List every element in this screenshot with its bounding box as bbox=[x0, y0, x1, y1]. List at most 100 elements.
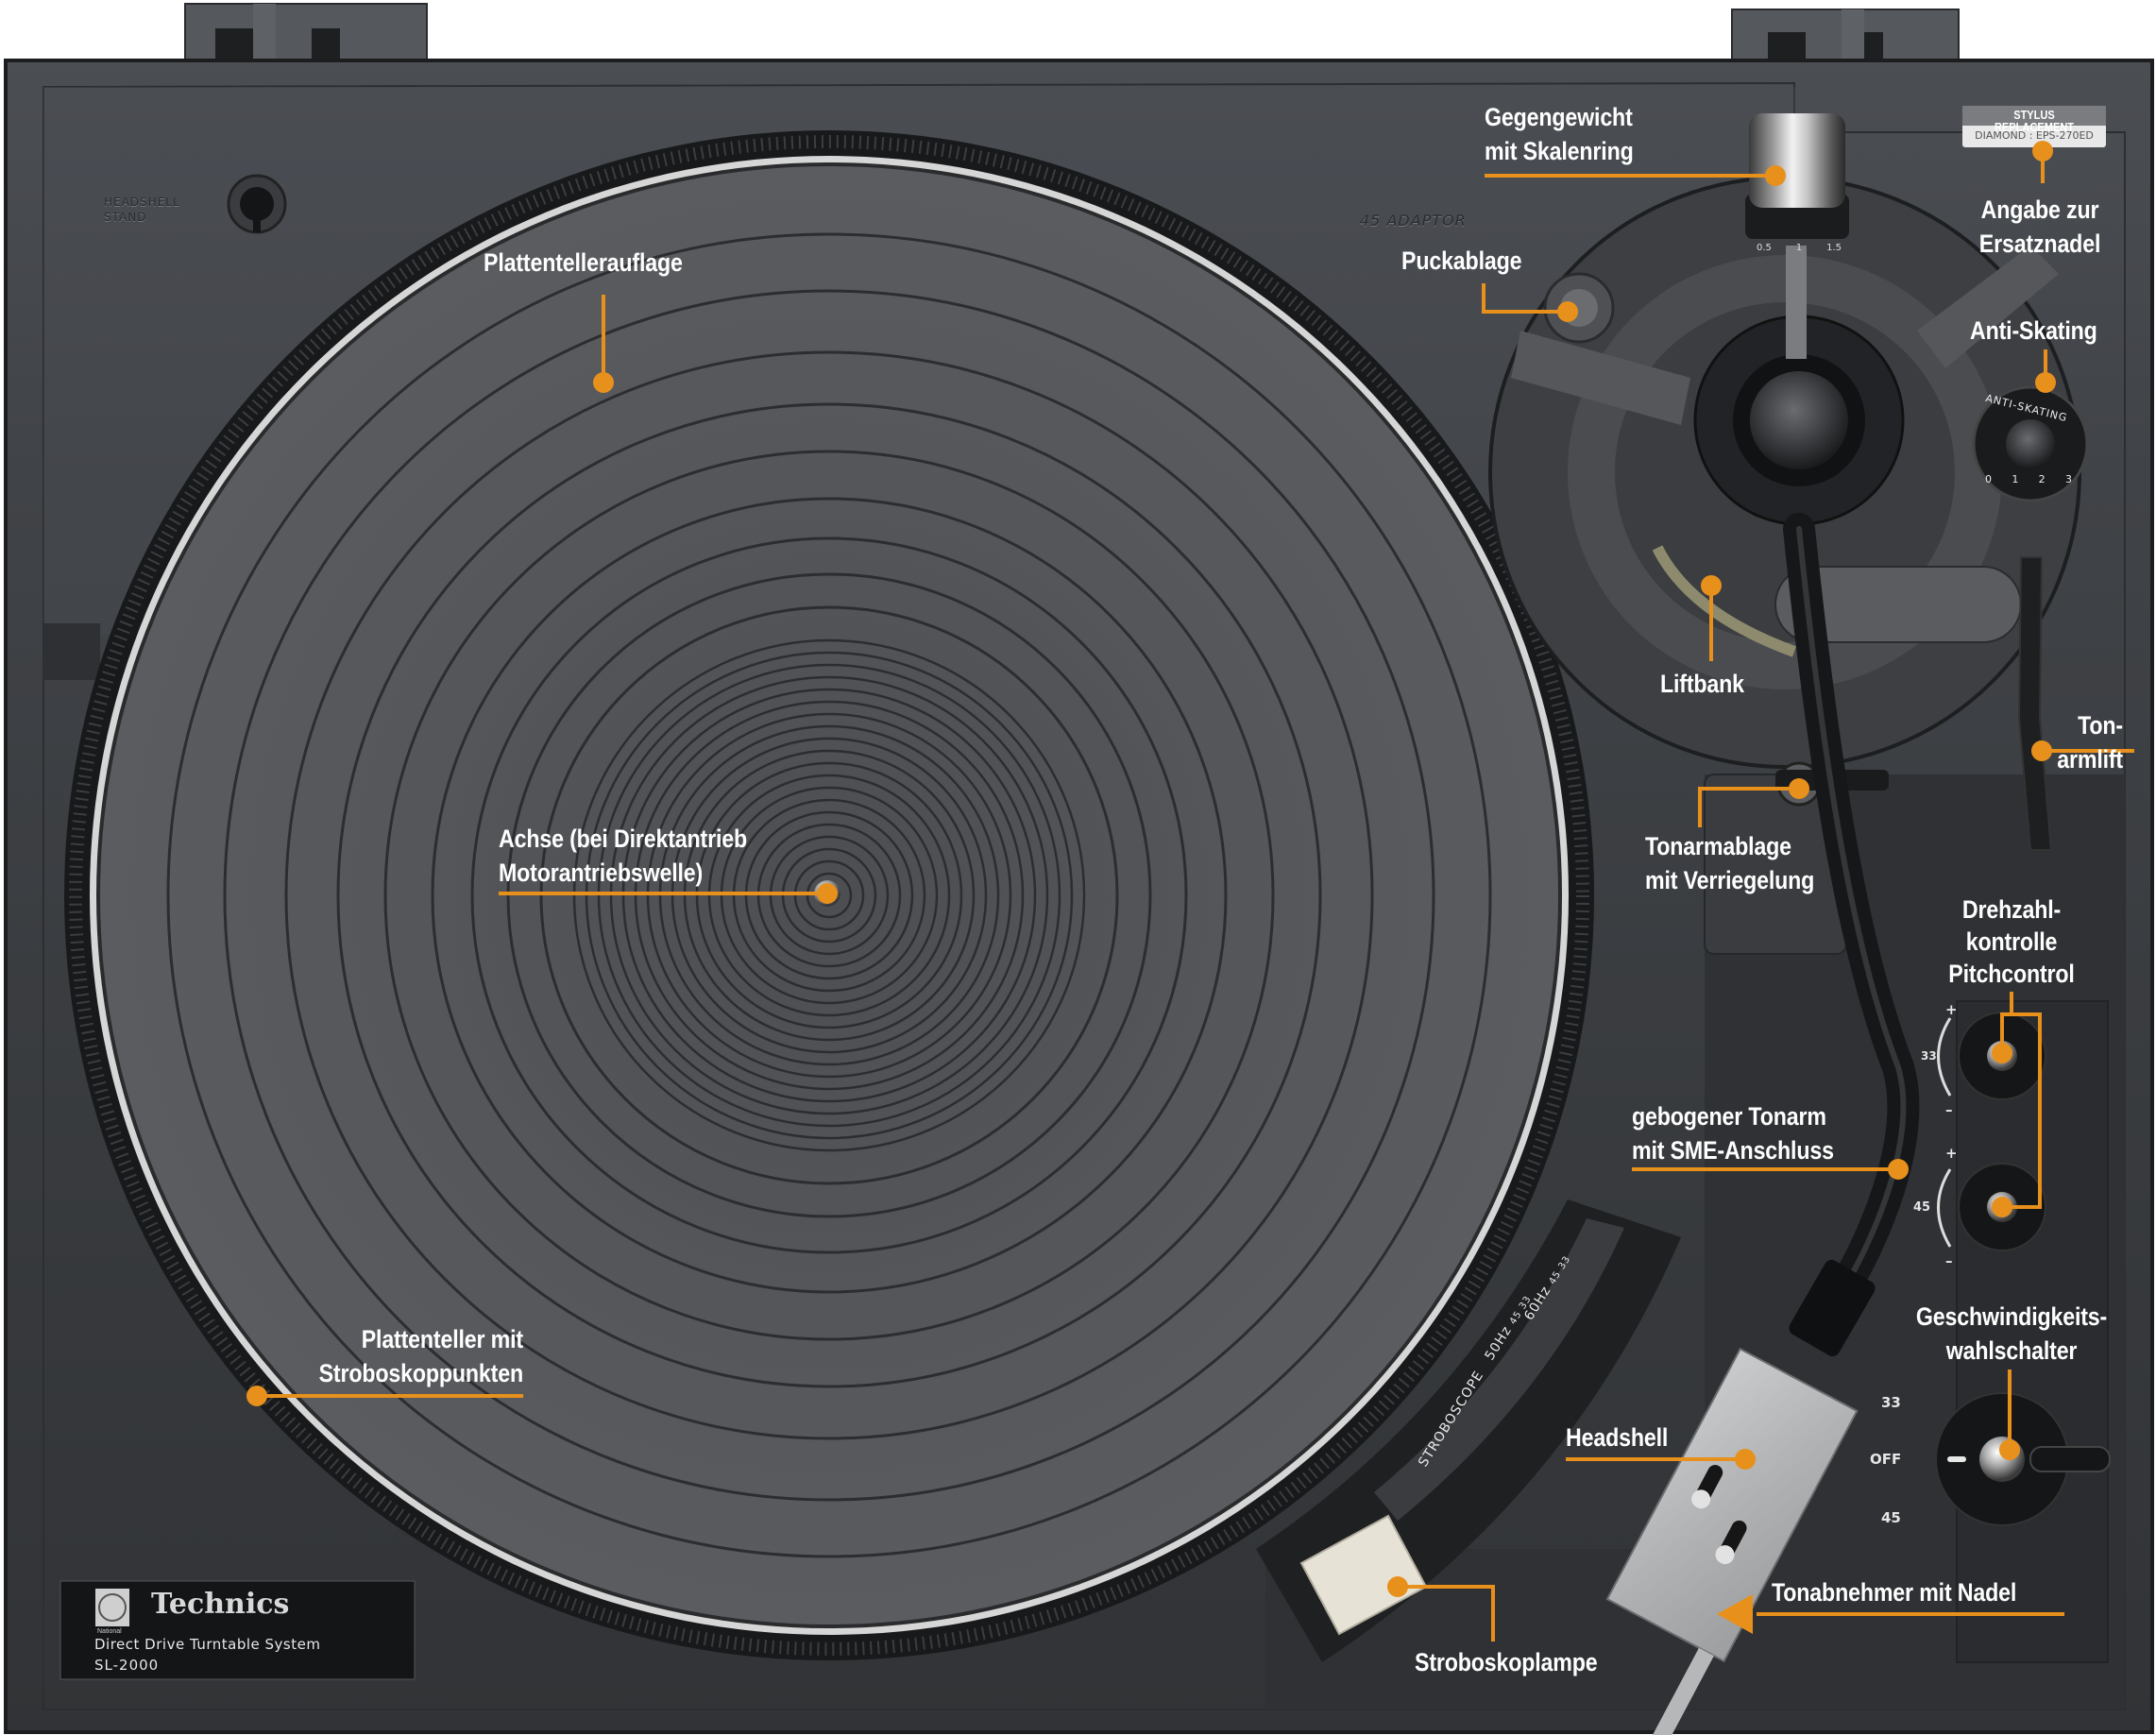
label-line: Headshell bbox=[1566, 1423, 1669, 1452]
callout-line bbox=[2000, 1012, 2012, 1053]
callout-dot bbox=[817, 883, 838, 904]
stand-text: STAND bbox=[104, 211, 147, 224]
top-panel bbox=[42, 81, 2126, 1710]
speed-option-33: 33 bbox=[1881, 1394, 1901, 1411]
label-tonarm: gebogener Tonarm mit SME-Anschluss bbox=[1632, 1099, 1834, 1167]
scale-mark: 1 bbox=[1795, 243, 1803, 253]
callout-dot bbox=[2032, 141, 2053, 162]
label-line: Plattentellerauflage bbox=[484, 248, 683, 277]
antiskating-mark: 1 bbox=[2012, 473, 2019, 485]
callout-line bbox=[1398, 1585, 1495, 1641]
speed-option-45: 45 bbox=[1881, 1509, 1901, 1526]
tonearm-base bbox=[1488, 176, 2081, 769]
label-line: Drehzahl- bbox=[1961, 895, 2062, 924]
pitch-plus-33: + bbox=[1945, 1001, 1958, 1018]
mat-ring bbox=[383, 450, 1275, 1341]
label-line: gebogener Tonarm bbox=[1632, 1102, 1826, 1131]
callout-dot bbox=[1992, 1197, 2012, 1217]
label-line: Pitchcontrol bbox=[1948, 960, 2075, 988]
callout-lines bbox=[246, 141, 2134, 1641]
callout-dot bbox=[2035, 372, 2056, 393]
pitch-minus-45: – bbox=[1945, 1252, 1953, 1269]
label-line: Stroboskoppunkten bbox=[318, 1359, 524, 1387]
speed-option-off: OFF bbox=[1870, 1451, 1902, 1468]
stylus-plate-spec: DIAMOND : EPS-270ED bbox=[1966, 130, 2102, 141]
scale-mark: 0.5 bbox=[1757, 243, 1772, 253]
label-line: Anti-Skating bbox=[1970, 316, 2097, 345]
label-tonabnehmer: Tonabnehmer mit Nadel bbox=[1772, 1575, 2016, 1609]
label-line: kontrolle bbox=[1965, 927, 2058, 956]
scale-mark: 1.5 bbox=[1826, 243, 1842, 253]
label-geschwindigkeit: Geschwindigkeits- wahlschalter bbox=[1906, 1300, 2117, 1368]
callout-dot bbox=[246, 1386, 267, 1406]
callout-dot bbox=[1888, 1159, 1909, 1180]
mat-ring bbox=[223, 289, 1435, 1502]
callout-line bbox=[2002, 992, 2042, 1209]
speed-selector-knob bbox=[1935, 1392, 2111, 1526]
stylus-type: DIAMOND bbox=[1975, 129, 2027, 142]
label-line: Stroboskoplampe bbox=[1415, 1648, 1598, 1676]
label-antiskating: Anti-Skating bbox=[1970, 314, 2097, 348]
callout-dot bbox=[1999, 1439, 2020, 1460]
label-line: Tonarmablage bbox=[1645, 832, 1791, 860]
label-line: Puckablage bbox=[1401, 247, 1522, 275]
label-line: armlift bbox=[2057, 745, 2123, 774]
callout-dot bbox=[1765, 165, 1786, 186]
product-subtitle: Direct Drive Turntable System bbox=[94, 1636, 321, 1653]
antiskating-dial bbox=[1972, 385, 2089, 502]
label-stroboskoplampe: Stroboskoplampe bbox=[1415, 1645, 1598, 1679]
label-line: Achse (bei Direktantrieb bbox=[499, 825, 747, 853]
label-line: Gegengewicht bbox=[1485, 103, 1633, 131]
lift-lever bbox=[2017, 556, 2053, 851]
pitch-33-label: 33 bbox=[1921, 1049, 1937, 1063]
brand-badge: National bbox=[97, 1628, 122, 1635]
callout-dot bbox=[1701, 575, 1722, 596]
brand-name: Technics bbox=[151, 1588, 290, 1621]
label-plattentellerauflage: Plattentellerauflage bbox=[484, 246, 683, 280]
pitch-minus-33: – bbox=[1945, 1101, 1953, 1118]
headshell-stand-label: HEADSHELL STAND bbox=[104, 196, 180, 223]
mat-ring bbox=[431, 497, 1228, 1294]
stylus-model: EPS-270ED bbox=[2035, 129, 2094, 142]
label-puckablage: Puckablage bbox=[1401, 244, 1522, 278]
label-line: Motorantriebswelle) bbox=[499, 859, 704, 887]
antiskating-mark: 2 bbox=[2038, 473, 2046, 485]
adaptor-label: 45 ADAPTOR bbox=[1360, 212, 1467, 230]
mat-ring bbox=[284, 350, 1374, 1440]
label-line: Ersatznadel bbox=[1978, 230, 2101, 258]
mat-ring bbox=[470, 536, 1188, 1254]
callout-dot bbox=[1789, 778, 1809, 799]
label-line: mit SME-Anschluss bbox=[1632, 1136, 1834, 1165]
label-plattenteller: Plattenteller mit Stroboskoppunkten bbox=[284, 1322, 524, 1390]
mat-ring bbox=[336, 402, 1322, 1388]
control-panel bbox=[1265, 774, 2125, 1709]
arrow-head-icon bbox=[1717, 1594, 1753, 1634]
label-line: wahlschalter bbox=[1945, 1336, 2078, 1365]
counterweight-scale: 0.5 1 1.5 bbox=[1757, 244, 1842, 253]
pitch-45-label: 45 bbox=[1913, 1200, 1931, 1215]
label-ersatznadel: Angabe zur Ersatznadel bbox=[1967, 193, 2114, 261]
callout-dot bbox=[2031, 740, 2052, 761]
callout-dot bbox=[1557, 301, 1578, 322]
stylus-plate-title: STYLUS REPLACEMENT bbox=[1994, 108, 2075, 134]
model-number: SL-2000 bbox=[94, 1657, 160, 1674]
stylus-sep: : bbox=[2029, 129, 2033, 142]
label-line: Liftbank bbox=[1660, 670, 1744, 698]
label-line: Ton- bbox=[2078, 711, 2123, 740]
label-line: Geschwindigkeits- bbox=[1915, 1302, 2108, 1331]
mat-rings bbox=[166, 232, 1492, 1558]
label-gegengewicht: Gegengewicht mit Skalenring bbox=[1485, 100, 1634, 168]
label-liftbank: Liftbank bbox=[1660, 667, 1744, 701]
antiskating-mark: 0 bbox=[1985, 473, 1992, 485]
label-headshell: Headshell bbox=[1566, 1420, 1668, 1454]
callout-dot bbox=[593, 372, 614, 393]
label-line: mit Skalenring bbox=[1485, 137, 1634, 165]
strobe-housing bbox=[1256, 1199, 1681, 1662]
mat-ring bbox=[166, 232, 1492, 1558]
antiskating-marks: 0 1 2 3 bbox=[1985, 474, 2072, 485]
headshell-text: HEADSHELL bbox=[104, 196, 180, 209]
label-line: Plattenteller mit bbox=[361, 1325, 523, 1353]
headshell-body bbox=[1605, 1347, 1859, 1735]
